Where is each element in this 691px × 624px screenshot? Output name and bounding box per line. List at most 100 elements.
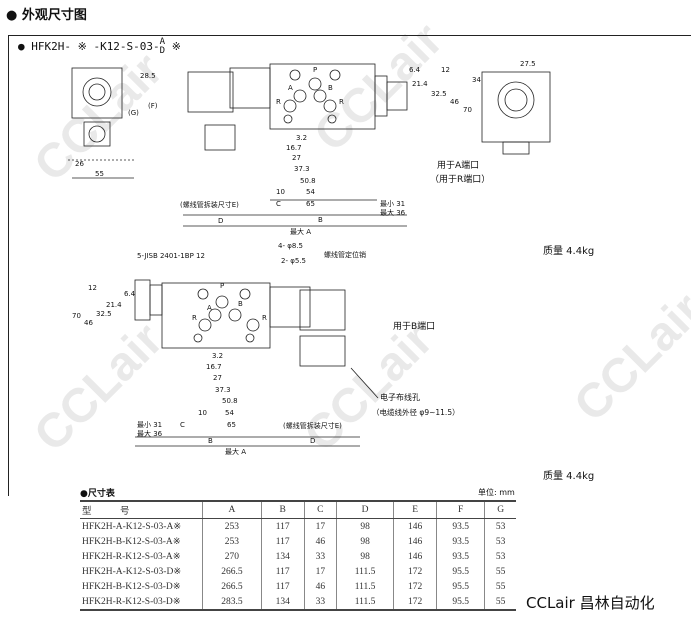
note-a-port: 用于A端口 [437,161,480,171]
dim: 46 [84,319,93,327]
table-cell: 253 [202,518,262,534]
table-cell: 111.5 [335,564,394,579]
table-cell: 146 [393,549,437,564]
dimension-table: 型 号 A B C D E F G HFK2H-A-K12-S-03-A※ 253… [80,500,516,611]
table-cell: 146 [393,534,437,549]
table-title: ●尺寸表 [80,489,115,499]
end-view: 27.5 34 [472,60,551,155]
table-cell: 270 [202,549,262,564]
port-label: A [288,84,293,92]
dim: 最大 36 [137,429,163,438]
table-cell: 266.5 [202,564,262,579]
model-prefix: ● HFK2H- ※ -K12-S-03- [18,40,160,53]
table-cell: 117 [260,518,305,534]
dim: 55 [95,170,104,178]
mass-top: 质量 4.4kg [543,246,595,257]
table-cell: 33 [303,594,337,610]
frac-bottom: D [159,46,166,56]
dim: 65 [227,421,236,429]
dim: 3.2 [212,352,223,360]
dim: 32.5 [431,90,447,98]
dim: (G) [128,109,139,117]
table-cell: 55 [484,594,516,610]
port-label: B [238,300,243,308]
table-cell: 93.5 [436,534,485,549]
dim: (螺线管拆装尺寸E) [180,200,239,209]
dim: D [218,217,223,225]
table-cell: 33 [303,549,337,564]
col-header: B [260,501,305,519]
dim: 70 [463,106,472,114]
table-cell: HFK2H-R-K12-S-03-A※ [82,552,181,562]
dim: 34 [472,76,481,84]
table-cell: 46 [303,534,337,549]
table-cell: 53 [484,534,516,549]
table-cell: 98 [335,518,394,534]
dim: 最大 A [225,447,246,456]
callout: 5-JISB 2401-1BP 12 [137,252,205,260]
dim: B [318,216,323,224]
dim: 6.4 [124,290,136,298]
table-cell: 55 [484,564,516,579]
table-cell: 172 [393,564,437,579]
dim: 32.5 [96,310,112,318]
table-cell: HFK2H-A-K12-S-03-D※ [82,567,182,577]
table-cell: 98 [335,534,394,549]
col-header: G [484,501,516,519]
dim: 10 [276,188,285,196]
callout: 2- φ5.5 [281,257,306,265]
table-cell: HFK2H-A-K12-S-03-A※ [82,522,182,532]
callout: 4- φ8.5 [278,242,303,250]
table-cell: 172 [393,594,437,610]
table-cell: 134 [260,594,305,610]
dim: 50.8 [300,177,316,185]
dim: B [208,437,213,445]
port-label: A [207,304,212,312]
dim: (螺线管拆装尺寸E) [283,421,342,430]
table-cell: 111.5 [335,579,394,594]
col-header: F [436,501,485,519]
table-cell: 53 [484,549,516,564]
port-label: P [220,282,224,290]
table-cell: 95.5 [436,594,485,610]
table-cell: 117 [260,564,305,579]
wire-hole-label: 电子布线孔 [380,393,420,402]
table-cell: 146 [393,518,437,534]
table-cell: 253 [202,534,262,549]
dim: 27 [292,154,301,162]
dim: 37.3 [294,165,310,173]
table-unit: 单位: mm [478,488,515,497]
dim: D [310,437,315,445]
frac-top: A [159,37,166,47]
col-header: E [393,501,437,519]
table-cell: 17 [303,518,337,534]
drawing-frame [8,35,691,496]
table-cell: 93.5 [436,549,485,564]
table-cell: 95.5 [436,564,485,579]
port-label: P [313,66,317,74]
dim: 最小 31 [137,420,162,429]
mass-bottom: 质量 4.4kg [543,471,595,482]
front-view-top [183,63,408,227]
port-label: R [262,314,267,322]
table-header-row: 型 号 A B C D E F G [80,501,516,519]
wire-diameter-label: （电缆线外径 φ9~11.5） [372,408,460,417]
dim: 65 [306,200,315,208]
port-label: R [276,98,281,106]
dim: 70 [72,312,81,320]
table-cell: 53 [484,518,516,534]
model-suffix: ※ [165,40,181,53]
port-label: R [339,98,344,106]
dim: 50.8 [222,397,238,405]
dim: 27.5 [520,60,536,68]
dim: 27 [213,374,222,382]
dim: C [276,200,281,208]
dim: 12 [88,284,97,292]
dim: 21.4 [106,301,122,309]
table-cell: 93.5 [436,518,485,534]
